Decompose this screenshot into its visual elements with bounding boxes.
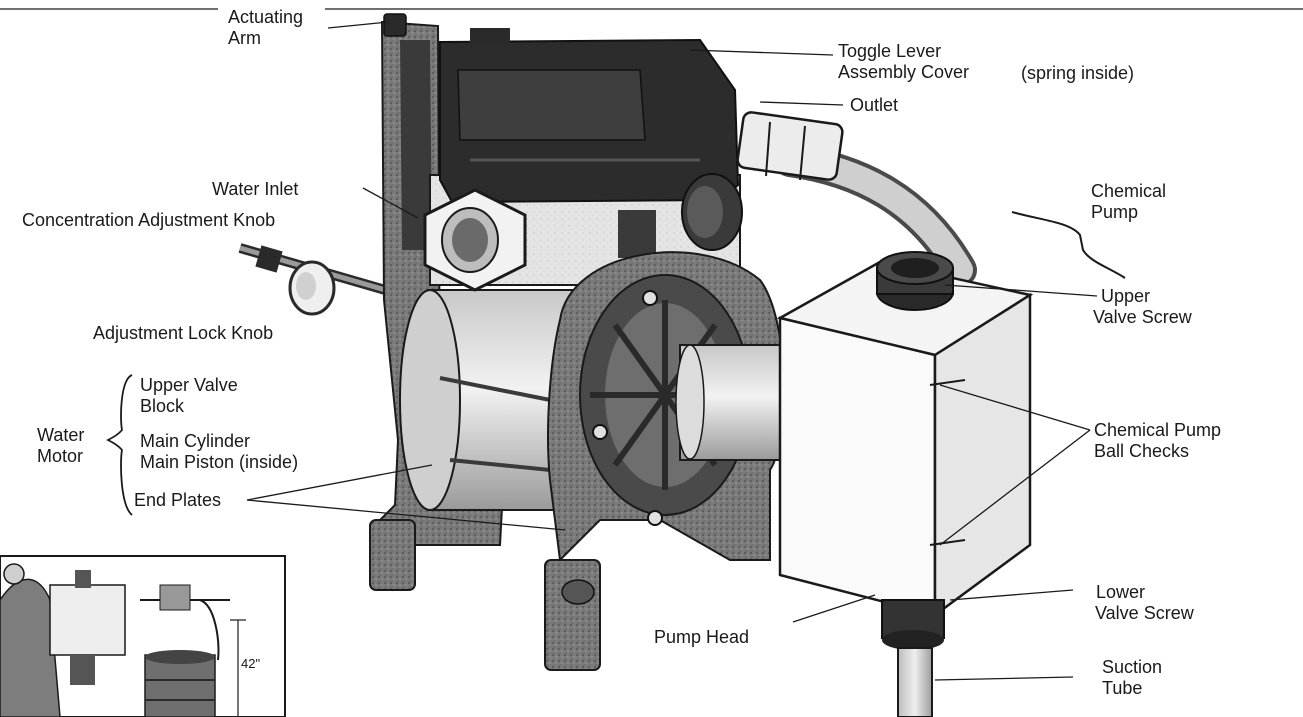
label-end-plates: End Plates	[134, 490, 222, 510]
water-motor-brace	[105, 374, 133, 516]
label-spring-inside: (spring inside)	[1021, 63, 1135, 83]
label-upper-valve-block: Upper Valve Block	[140, 375, 238, 416]
chemical-pump-bracket	[1011, 211, 1126, 279]
label-pump-head: Pump Head	[654, 627, 750, 647]
water-inlet	[423, 188, 527, 292]
label-water-inlet: Water Inlet	[212, 179, 299, 199]
label-actuating-arm: Actuating Arm	[228, 7, 304, 48]
label-toggle-lever-cover: Toggle Lever Assembly Cover	[838, 41, 970, 82]
lower-valve-screw	[881, 599, 945, 650]
label-inset-dimension: 42"	[241, 656, 261, 671]
label-chemical-pump: Chemical Pump	[1091, 181, 1167, 222]
right-end-plate	[544, 251, 785, 671]
label-water-motor: Water Motor	[37, 425, 85, 466]
label-outlet: Outlet	[850, 95, 899, 115]
upper-valve-screw	[876, 251, 954, 311]
pump-head	[776, 260, 1034, 618]
label-chemical-pump-ball-checks: Chemical Pump Ball Checks	[1094, 420, 1222, 461]
adjustment-lock-knob	[288, 260, 336, 316]
outlet-fitting	[736, 111, 844, 181]
label-upper-valve-screw: Upper Valve Screw	[1093, 286, 1192, 327]
leader-lines	[246, 21, 1098, 681]
suction-tube	[897, 647, 933, 717]
label-main-cylinder-piston: Main Cylinder Main Piston (inside)	[140, 431, 299, 472]
label-adjustment-lock-knob: Adjustment Lock Knob	[93, 323, 274, 343]
toggle-lever-assembly-cover	[439, 38, 740, 204]
actuating-arm	[383, 13, 510, 46]
center-nut	[681, 173, 743, 251]
inset-photo	[0, 555, 286, 717]
label-lower-valve-screw: Lower Valve Screw	[1095, 582, 1194, 623]
label-concentration-knob: Concentration Adjustment Knob	[22, 210, 276, 230]
label-suction-tube: Suction Tube	[1102, 657, 1163, 698]
